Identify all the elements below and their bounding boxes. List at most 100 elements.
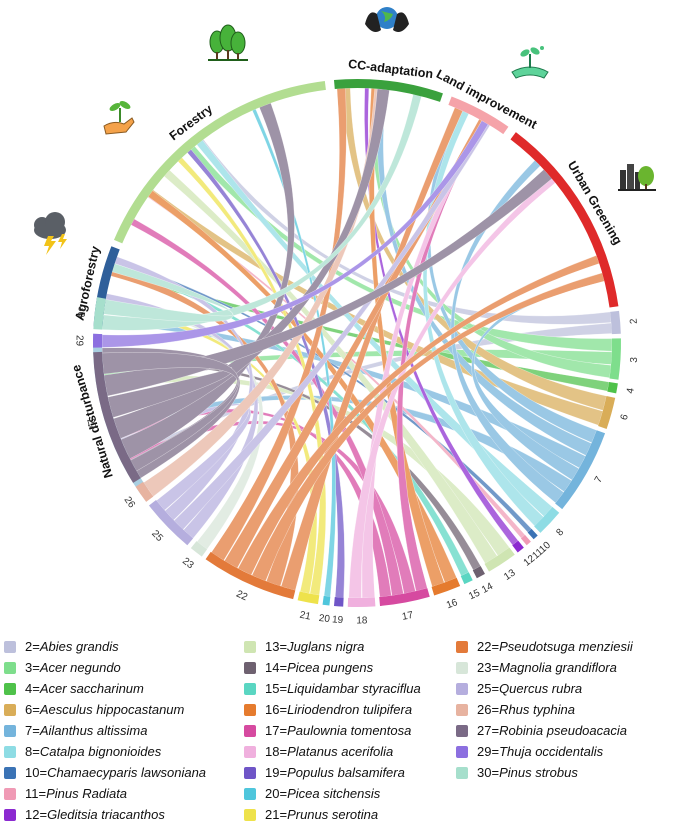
legend-swatch-20 [244, 787, 256, 800]
chord-22-3 [237, 255, 600, 576]
legend-species-name-17: Paulownia tomentosa [287, 723, 412, 738]
legend-swatch-17 [244, 724, 256, 737]
legend-species-name-29: Thuja occidentalis [499, 744, 604, 759]
legend-swatch-14 [244, 661, 256, 674]
legend-item-7: 7=Ailanthus altissima [4, 720, 206, 741]
legend-item-3: 3=Acer negundo [4, 657, 206, 678]
legend-swatch-21 [244, 808, 256, 821]
legend-species-name-8: Catalpa bignonioides [39, 744, 162, 759]
legend-swatch-3 [4, 661, 16, 674]
legend-label-16: 16=Liriodendron tulipifera [265, 702, 412, 717]
legend-item-18: 18=Platanus acerifolia [244, 741, 421, 762]
legend-label-2: 2=Abies grandis [25, 639, 119, 654]
legend-species-name-4: Acer saccharinum [39, 681, 144, 696]
legend-species-name-2: Abies grandis [39, 639, 119, 654]
legend-swatch-15 [244, 682, 256, 695]
species-arc-23 [190, 541, 208, 557]
legend-species-name-10: Chamaecyparis lawsoniana [47, 765, 207, 780]
sector-arc-3 [333, 79, 443, 102]
legend-label-27: 27=Robinia pseudoacacia [477, 723, 627, 738]
legend-label-6: 6=Aesculus hippocastanum [25, 702, 184, 717]
legend-label-30: 30=Pinus strobus [477, 765, 578, 780]
legend-label-19: 19=Populus balsamifera [265, 765, 405, 780]
species-label-13: 13 [502, 567, 518, 583]
legend-swatch-30 [456, 766, 468, 779]
legend-label-11: 11=Pinus Radiata [25, 786, 127, 801]
legend-swatch-7 [4, 724, 16, 737]
legend-swatch-23 [456, 661, 468, 674]
legend-species-name-6: Aesculus hippocastanum [39, 702, 185, 717]
species-label-2: 2 [628, 318, 639, 325]
species-label-23: 23 [180, 556, 196, 572]
legend-label-25: 25=Quercus rubra [477, 681, 582, 696]
legend-species-name-16: Liriodendron tulipifera [287, 702, 413, 717]
legend-species-name-22: Pseudotsuga menziesii [499, 639, 633, 654]
legend-species-name-12: Gleditsia triacanthos [47, 807, 165, 822]
legend-number-8: 8= [25, 744, 40, 759]
sector-label-3: CC-adaptation [347, 57, 433, 81]
species-arc-6 [598, 396, 616, 429]
chord-21-0 [177, 157, 327, 596]
legend-species-name-7: Ailanthus altissima [39, 723, 148, 738]
legend-species-name-26: Rhus typhina [499, 702, 575, 717]
species-arc-12 [512, 540, 524, 553]
legend-item-22: 22=Pseudotsuga menziesii [456, 636, 633, 657]
legend-label-20: 20=Picea sitchensis [265, 786, 380, 801]
species-label-25: 25 [149, 528, 165, 544]
legend-item-25: 25=Quercus rubra [456, 678, 633, 699]
legend-swatch-18 [244, 745, 256, 758]
legend-species-name-20: Picea sitchensis [287, 786, 381, 801]
land-sprout-icon [511, 46, 549, 79]
legend-number-2: 2= [25, 639, 40, 654]
hand-seedling-icon [103, 101, 135, 135]
chord-links [101, 87, 613, 599]
species-arc-4 [607, 382, 618, 394]
legend-species-name-19: Populus balsamifera [287, 765, 405, 780]
legend-number-12: 12= [25, 807, 48, 822]
legend-label-29: 29=Thuja occidentalis [477, 744, 603, 759]
legend-item-17: 17=Paulownia tomentosa [244, 720, 421, 741]
legend-swatch-13 [244, 640, 256, 653]
legend-number-19: 19= [265, 765, 288, 780]
legend-label-18: 18=Platanus acerifolia [265, 744, 393, 759]
legend-label-26: 26=Rhus typhina [477, 702, 575, 717]
chord-diagram: Natural disturbanceAgroforestryForestryC… [34, 7, 656, 627]
legend-label-4: 4=Acer saccharinum [25, 681, 144, 696]
legend-number-18: 18= [265, 744, 288, 759]
legend-swatch-16 [244, 703, 256, 716]
legend-species-name-21: Prunus serotina [287, 807, 379, 822]
legend-swatch-29 [456, 745, 468, 758]
species-label-6: 6 [619, 413, 631, 422]
species-label-16: 16 [445, 597, 460, 611]
species-arc-2 [610, 310, 621, 335]
legend-number-30: 30= [477, 765, 500, 780]
species-label-17: 17 [401, 610, 414, 623]
legend-species-name-14: Picea pungens [287, 660, 374, 675]
species-arc-30 [93, 297, 106, 330]
legend-number-13: 13= [265, 639, 288, 654]
legend-item-13: 13=Juglans nigra [244, 636, 421, 657]
species-arc-7 [555, 430, 606, 510]
sector-arc-4 [448, 96, 509, 135]
legend-swatch-12 [4, 808, 16, 821]
species-arc-13 [484, 547, 515, 572]
storm-cloud-icon [34, 212, 67, 255]
legend-item-4: 4=Acer saccharinum [4, 678, 206, 699]
legend-number-21: 21= [265, 807, 288, 822]
legend-item-2: 2=Abies grandis [4, 636, 206, 657]
species-arc-26 [135, 481, 154, 502]
species-label-3: 3 [629, 356, 640, 363]
legend-number-4: 4= [25, 681, 40, 696]
legend-column-1: 2=Abies grandis 3=Acer negundo 4=Acer sacc… [4, 636, 206, 825]
legend-species-name-11: Pinus Radiata [46, 786, 128, 801]
legend-item-26: 26=Rhus typhina [456, 699, 633, 720]
legend-swatch-2 [4, 640, 16, 653]
species-label-27: 27 [84, 417, 98, 431]
legend-item-20: 20=Picea sitchensis [244, 783, 421, 804]
legend-number-23: 23= [477, 660, 500, 675]
legend-item-15: 15=Liquidambar styraciflua [244, 678, 421, 699]
tree-grove-icon [208, 24, 248, 61]
legend-item-11: 11=Pinus Radiata [4, 783, 206, 804]
